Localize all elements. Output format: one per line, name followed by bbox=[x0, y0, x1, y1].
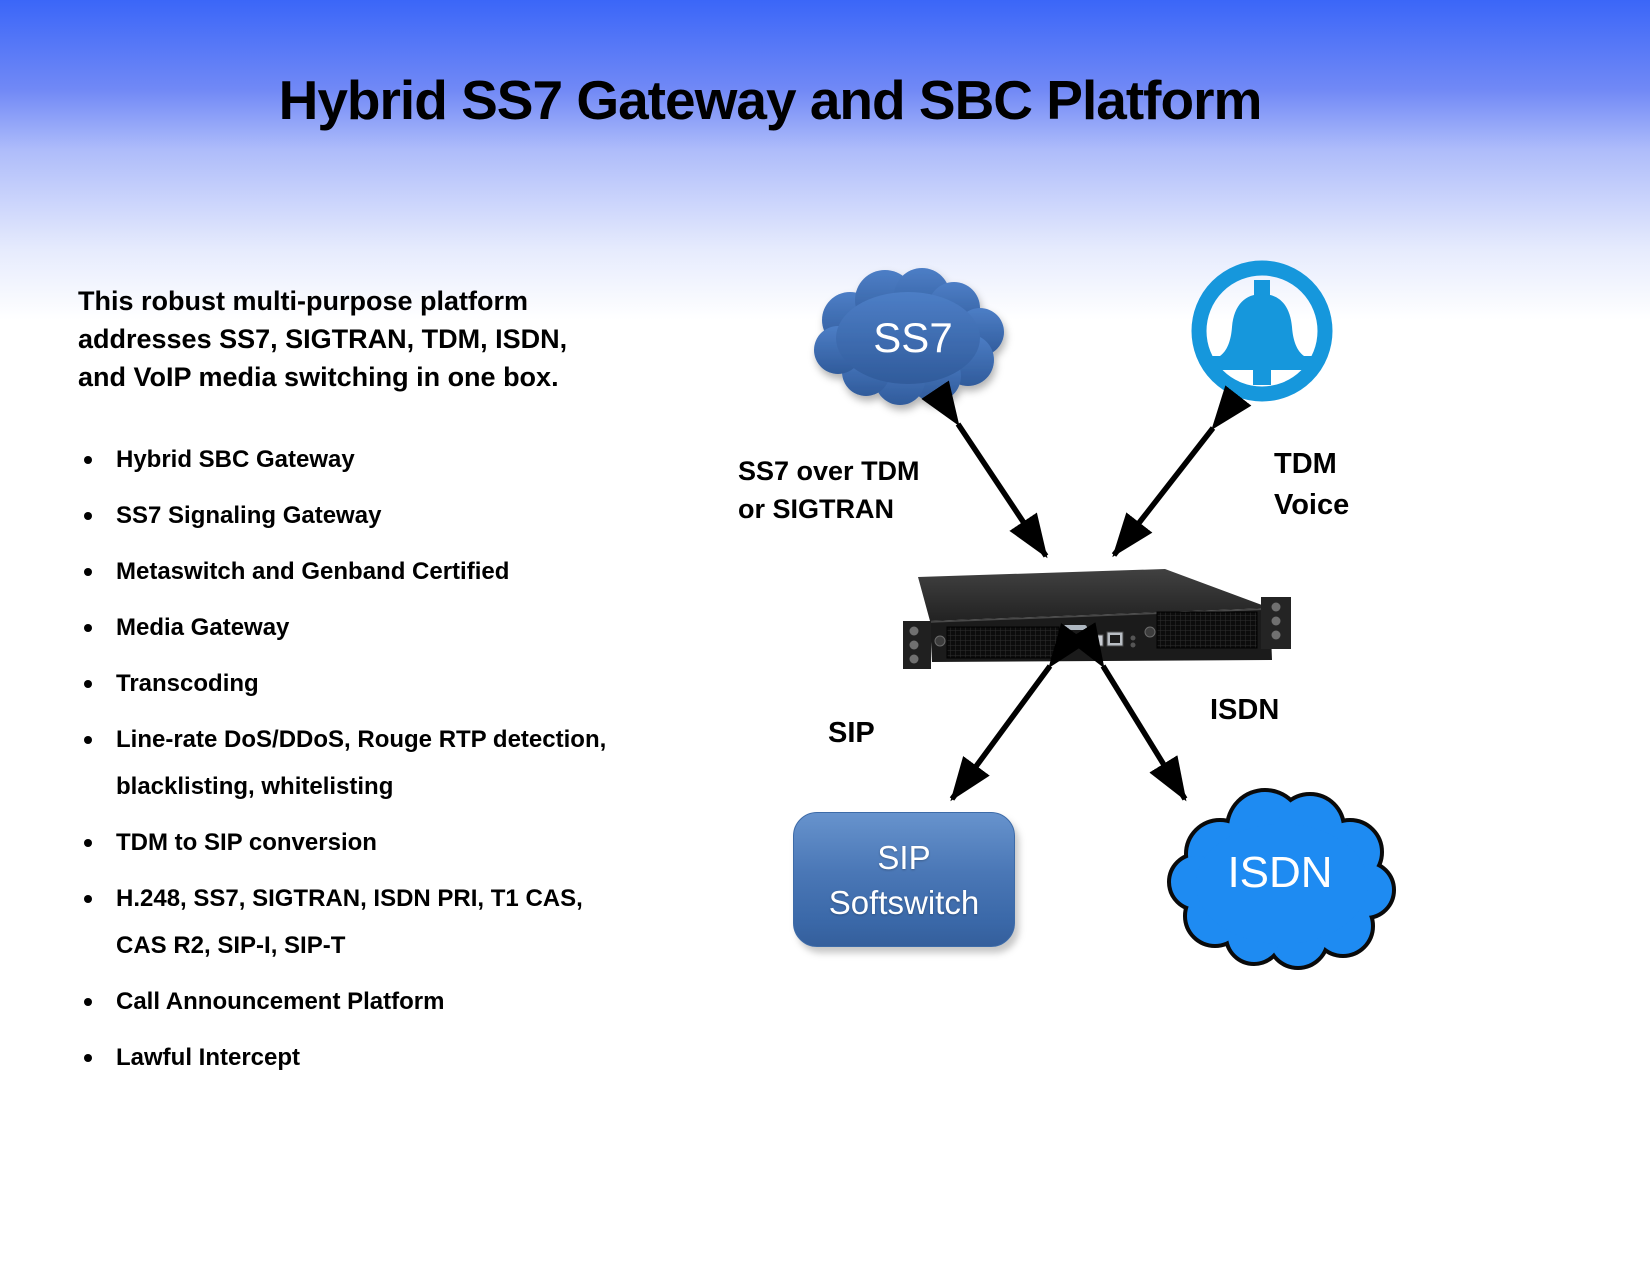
list-item: TDM to SIP conversion bbox=[78, 819, 678, 866]
sip-softswitch-box: SIP Softswitch bbox=[793, 812, 1015, 947]
led-indicator bbox=[1130, 635, 1136, 641]
vent-grille-right bbox=[1156, 611, 1258, 649]
list-item: Metaswitch and Genband Certified bbox=[78, 548, 678, 595]
ethernet-port bbox=[1106, 631, 1124, 647]
ss7-cloud-icon: SS7 bbox=[814, 268, 1004, 405]
list-item: Media Gateway bbox=[78, 604, 678, 651]
isdn-link-label: ISDN bbox=[1210, 694, 1280, 726]
server-top bbox=[918, 569, 1270, 621]
list-item: SS7 Signaling Gateway bbox=[78, 492, 678, 539]
rack-ear-left bbox=[903, 621, 931, 669]
list-item: Hybrid SBC Gateway bbox=[78, 436, 678, 483]
intro-paragraph: This robust multi-purpose platform addre… bbox=[78, 286, 568, 392]
list-item: H.248, SS7, SIGTRAN, ISDN PRI, T1 CAS, C… bbox=[78, 875, 678, 969]
header-banner: Hybrid SS7 Gateway and SBC Platform bbox=[0, 0, 1650, 330]
sip-softswitch-label: SIP Softswitch bbox=[828, 838, 980, 921]
isdn-cloud-icon: ISDN bbox=[1167, 788, 1396, 970]
list-item: Call Announcement Platform bbox=[78, 978, 678, 1025]
thumbscrew bbox=[934, 635, 946, 647]
feature-list: Hybrid SBC Gateway SS7 Signaling Gateway… bbox=[78, 436, 678, 1090]
usb-port bbox=[1091, 634, 1104, 647]
thumbscrew bbox=[1144, 626, 1156, 638]
thumbscrew bbox=[1060, 635, 1072, 647]
rack-server-image bbox=[903, 569, 1291, 669]
led-indicator bbox=[1130, 642, 1136, 648]
ss7-link-label: SS7 over TDM or SIGTRAN bbox=[738, 456, 920, 524]
brand-logo bbox=[1063, 625, 1087, 630]
sip-link-label: SIP bbox=[828, 717, 875, 749]
list-item: Line-rate DoS/DDoS, Rouge RTP detection,… bbox=[78, 716, 678, 810]
vent-grille-left bbox=[946, 626, 1060, 659]
list-item: Lawful Intercept bbox=[78, 1034, 678, 1081]
arrow-server-to-sip bbox=[949, 623, 1088, 802]
ss7-cloud-label: SS7 bbox=[873, 314, 952, 361]
page-title: Hybrid SS7 Gateway and SBC Platform bbox=[278, 69, 1263, 131]
tdm-voice-label: TDM Voice bbox=[1274, 448, 1350, 521]
list-item: Transcoding bbox=[78, 660, 678, 707]
isdn-cloud-label: ISDN bbox=[1227, 848, 1332, 897]
bell-icon bbox=[1191, 260, 1333, 402]
rack-ear-right bbox=[1261, 597, 1291, 649]
